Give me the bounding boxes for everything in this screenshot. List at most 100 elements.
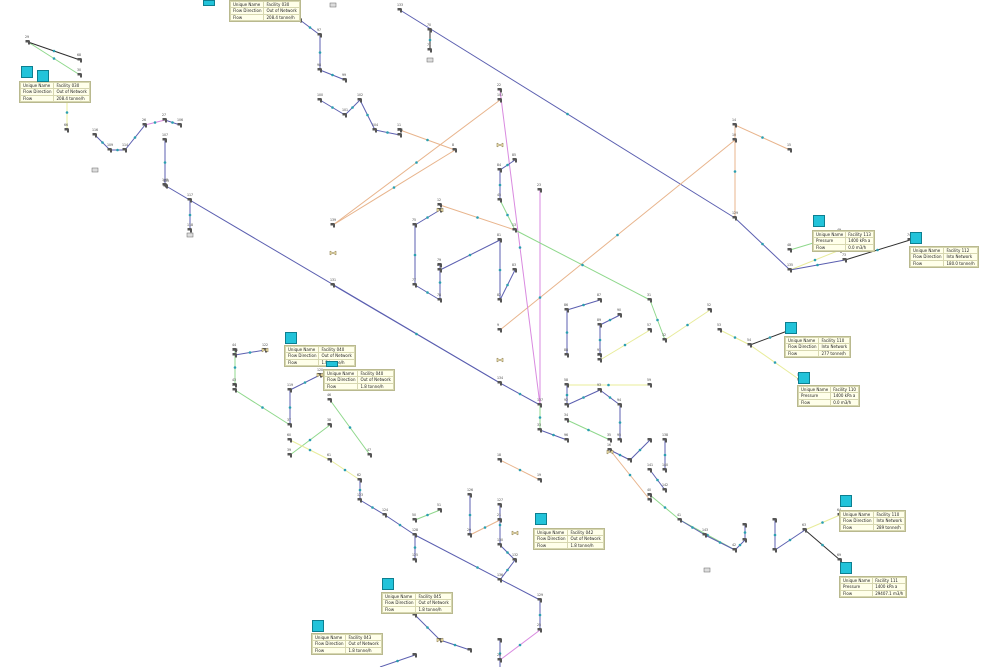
pipe-elbow-icon[interactable]	[287, 438, 293, 443]
pipe-elbow-icon[interactable]	[162, 183, 168, 188]
pipe-elbow-icon[interactable]	[564, 308, 570, 313]
pipe-elbow-icon[interactable]	[412, 518, 418, 523]
pipe-elbow-icon[interactable]	[412, 653, 418, 658]
pipe-elbow-icon[interactable]	[537, 403, 543, 408]
pipe-elbow-icon[interactable]	[397, 8, 403, 13]
pipe-elbow-icon[interactable]	[512, 158, 518, 163]
pipe-elbow-icon[interactable]	[330, 223, 336, 228]
pipe-elbow-icon[interactable]	[327, 423, 333, 428]
pipe-elbow-icon[interactable]	[412, 283, 418, 288]
pipe-elbow-icon[interactable]	[742, 523, 748, 528]
pipe-elbow-icon[interactable]	[787, 268, 793, 273]
pipe-elbow-icon[interactable]	[497, 238, 503, 243]
pipe-elbow-icon[interactable]	[327, 458, 333, 463]
tank-icon[interactable]	[285, 332, 297, 344]
pipe-elbow-icon[interactable]	[537, 188, 543, 193]
pipe-elbow-icon[interactable]	[497, 168, 503, 173]
tank-icon[interactable]	[813, 215, 825, 227]
pipe-elbow-icon[interactable]	[662, 438, 668, 443]
pipe-elbow-icon[interactable]	[597, 298, 603, 303]
pipe-elbow-icon[interactable]	[607, 438, 613, 443]
pipe-elbow-icon[interactable]	[232, 388, 238, 393]
pipe-elbow-icon[interactable]	[497, 503, 503, 508]
tank-icon[interactable]	[203, 0, 215, 6]
valve-icon[interactable]	[261, 347, 269, 353]
pipe-elbow-icon[interactable]	[330, 283, 336, 288]
pipe-elbow-icon[interactable]	[357, 498, 363, 503]
pipe-elbow-icon[interactable]	[107, 148, 113, 153]
pipe-elbow-icon[interactable]	[437, 298, 443, 303]
pipe-elbow-icon[interactable]	[707, 308, 713, 313]
pipe-elbow-icon[interactable]	[747, 343, 753, 348]
pipe-elbow-icon[interactable]	[437, 508, 443, 513]
pipe-elbow-icon[interactable]	[232, 383, 238, 388]
pipe-elbow-icon[interactable]	[327, 398, 333, 403]
tank-icon[interactable]	[840, 562, 852, 574]
pipe-elbow-icon[interactable]	[437, 263, 443, 268]
pipe-elbow-icon[interactable]	[287, 423, 293, 428]
pipe-elbow-icon[interactable]	[742, 538, 748, 543]
pipe-elbow-icon[interactable]	[497, 98, 503, 103]
pipe-elbow-icon[interactable]	[232, 348, 238, 353]
pipe-elbow-icon[interactable]	[497, 298, 503, 303]
valve-icon[interactable]	[496, 142, 504, 148]
pipe-elbow-icon[interactable]	[412, 223, 418, 228]
pipe-elbow-icon[interactable]	[497, 638, 503, 643]
pipe-elbow-icon[interactable]	[162, 118, 168, 123]
pipe-elbow-icon[interactable]	[372, 128, 378, 133]
pipe-elbow-icon[interactable]	[357, 478, 363, 483]
pipe-elbow-icon[interactable]	[772, 518, 778, 523]
pipe-elbow-icon[interactable]	[647, 383, 653, 388]
pipe-elbow-icon[interactable]	[64, 128, 70, 133]
valve-icon[interactable]	[329, 250, 337, 256]
pipe-elbow-icon[interactable]	[647, 468, 653, 473]
pipe-elbow-icon[interactable]	[702, 533, 708, 538]
pipe-elbow-icon[interactable]	[437, 268, 443, 273]
pipe-elbow-icon[interactable]	[162, 138, 168, 143]
pipe-elbow-icon[interactable]	[537, 478, 543, 483]
pipe-elbow-icon[interactable]	[787, 248, 793, 253]
pipe-elbow-icon[interactable]	[732, 138, 738, 143]
tank-icon[interactable]	[785, 322, 797, 334]
pipe-elbow-icon[interactable]	[497, 381, 503, 386]
pipe-elbow-icon[interactable]	[537, 598, 543, 603]
tank-icon[interactable]	[910, 232, 922, 244]
pipe-elbow-icon[interactable]	[427, 48, 433, 53]
pipe-elbow-icon[interactable]	[452, 148, 458, 153]
pipe-elbow-icon[interactable]	[772, 548, 778, 553]
pipe-elbow-icon[interactable]	[497, 543, 503, 548]
valve-icon[interactable]	[436, 207, 444, 213]
pipe-elbow-icon[interactable]	[617, 403, 623, 408]
tank-icon[interactable]	[840, 495, 852, 507]
pipe-elbow-icon[interactable]	[122, 148, 128, 153]
pipe-elbow-icon[interactable]	[787, 148, 793, 153]
pipe-elbow-icon[interactable]	[317, 98, 323, 103]
pipe-elbow-icon[interactable]	[317, 33, 323, 38]
pipe-elbow-icon[interactable]	[564, 383, 570, 388]
pipe-elbow-icon[interactable]	[497, 578, 503, 583]
pipe-elbow-icon[interactable]	[597, 323, 603, 328]
tank-icon[interactable]	[21, 66, 33, 78]
pipe-elbow-icon[interactable]	[187, 228, 193, 233]
pipe-elbow-icon[interactable]	[662, 488, 668, 493]
pipe-elbow-icon[interactable]	[647, 298, 653, 303]
pipe-elbow-icon[interactable]	[647, 328, 653, 333]
pipe-elbow-icon[interactable]	[427, 28, 433, 33]
pipe-elbow-icon[interactable]	[497, 88, 503, 93]
tank-icon[interactable]	[382, 578, 394, 590]
valve-icon[interactable]	[496, 357, 504, 363]
pipe-elbow-icon[interactable]	[732, 123, 738, 128]
pipe-elbow-icon[interactable]	[564, 403, 570, 408]
valve-icon[interactable]	[436, 637, 444, 643]
pipe-elbow-icon[interactable]	[837, 558, 843, 563]
pipe-elbow-icon[interactable]	[177, 123, 183, 128]
valve-icon[interactable]	[606, 449, 614, 455]
tank-icon[interactable]	[535, 513, 547, 525]
